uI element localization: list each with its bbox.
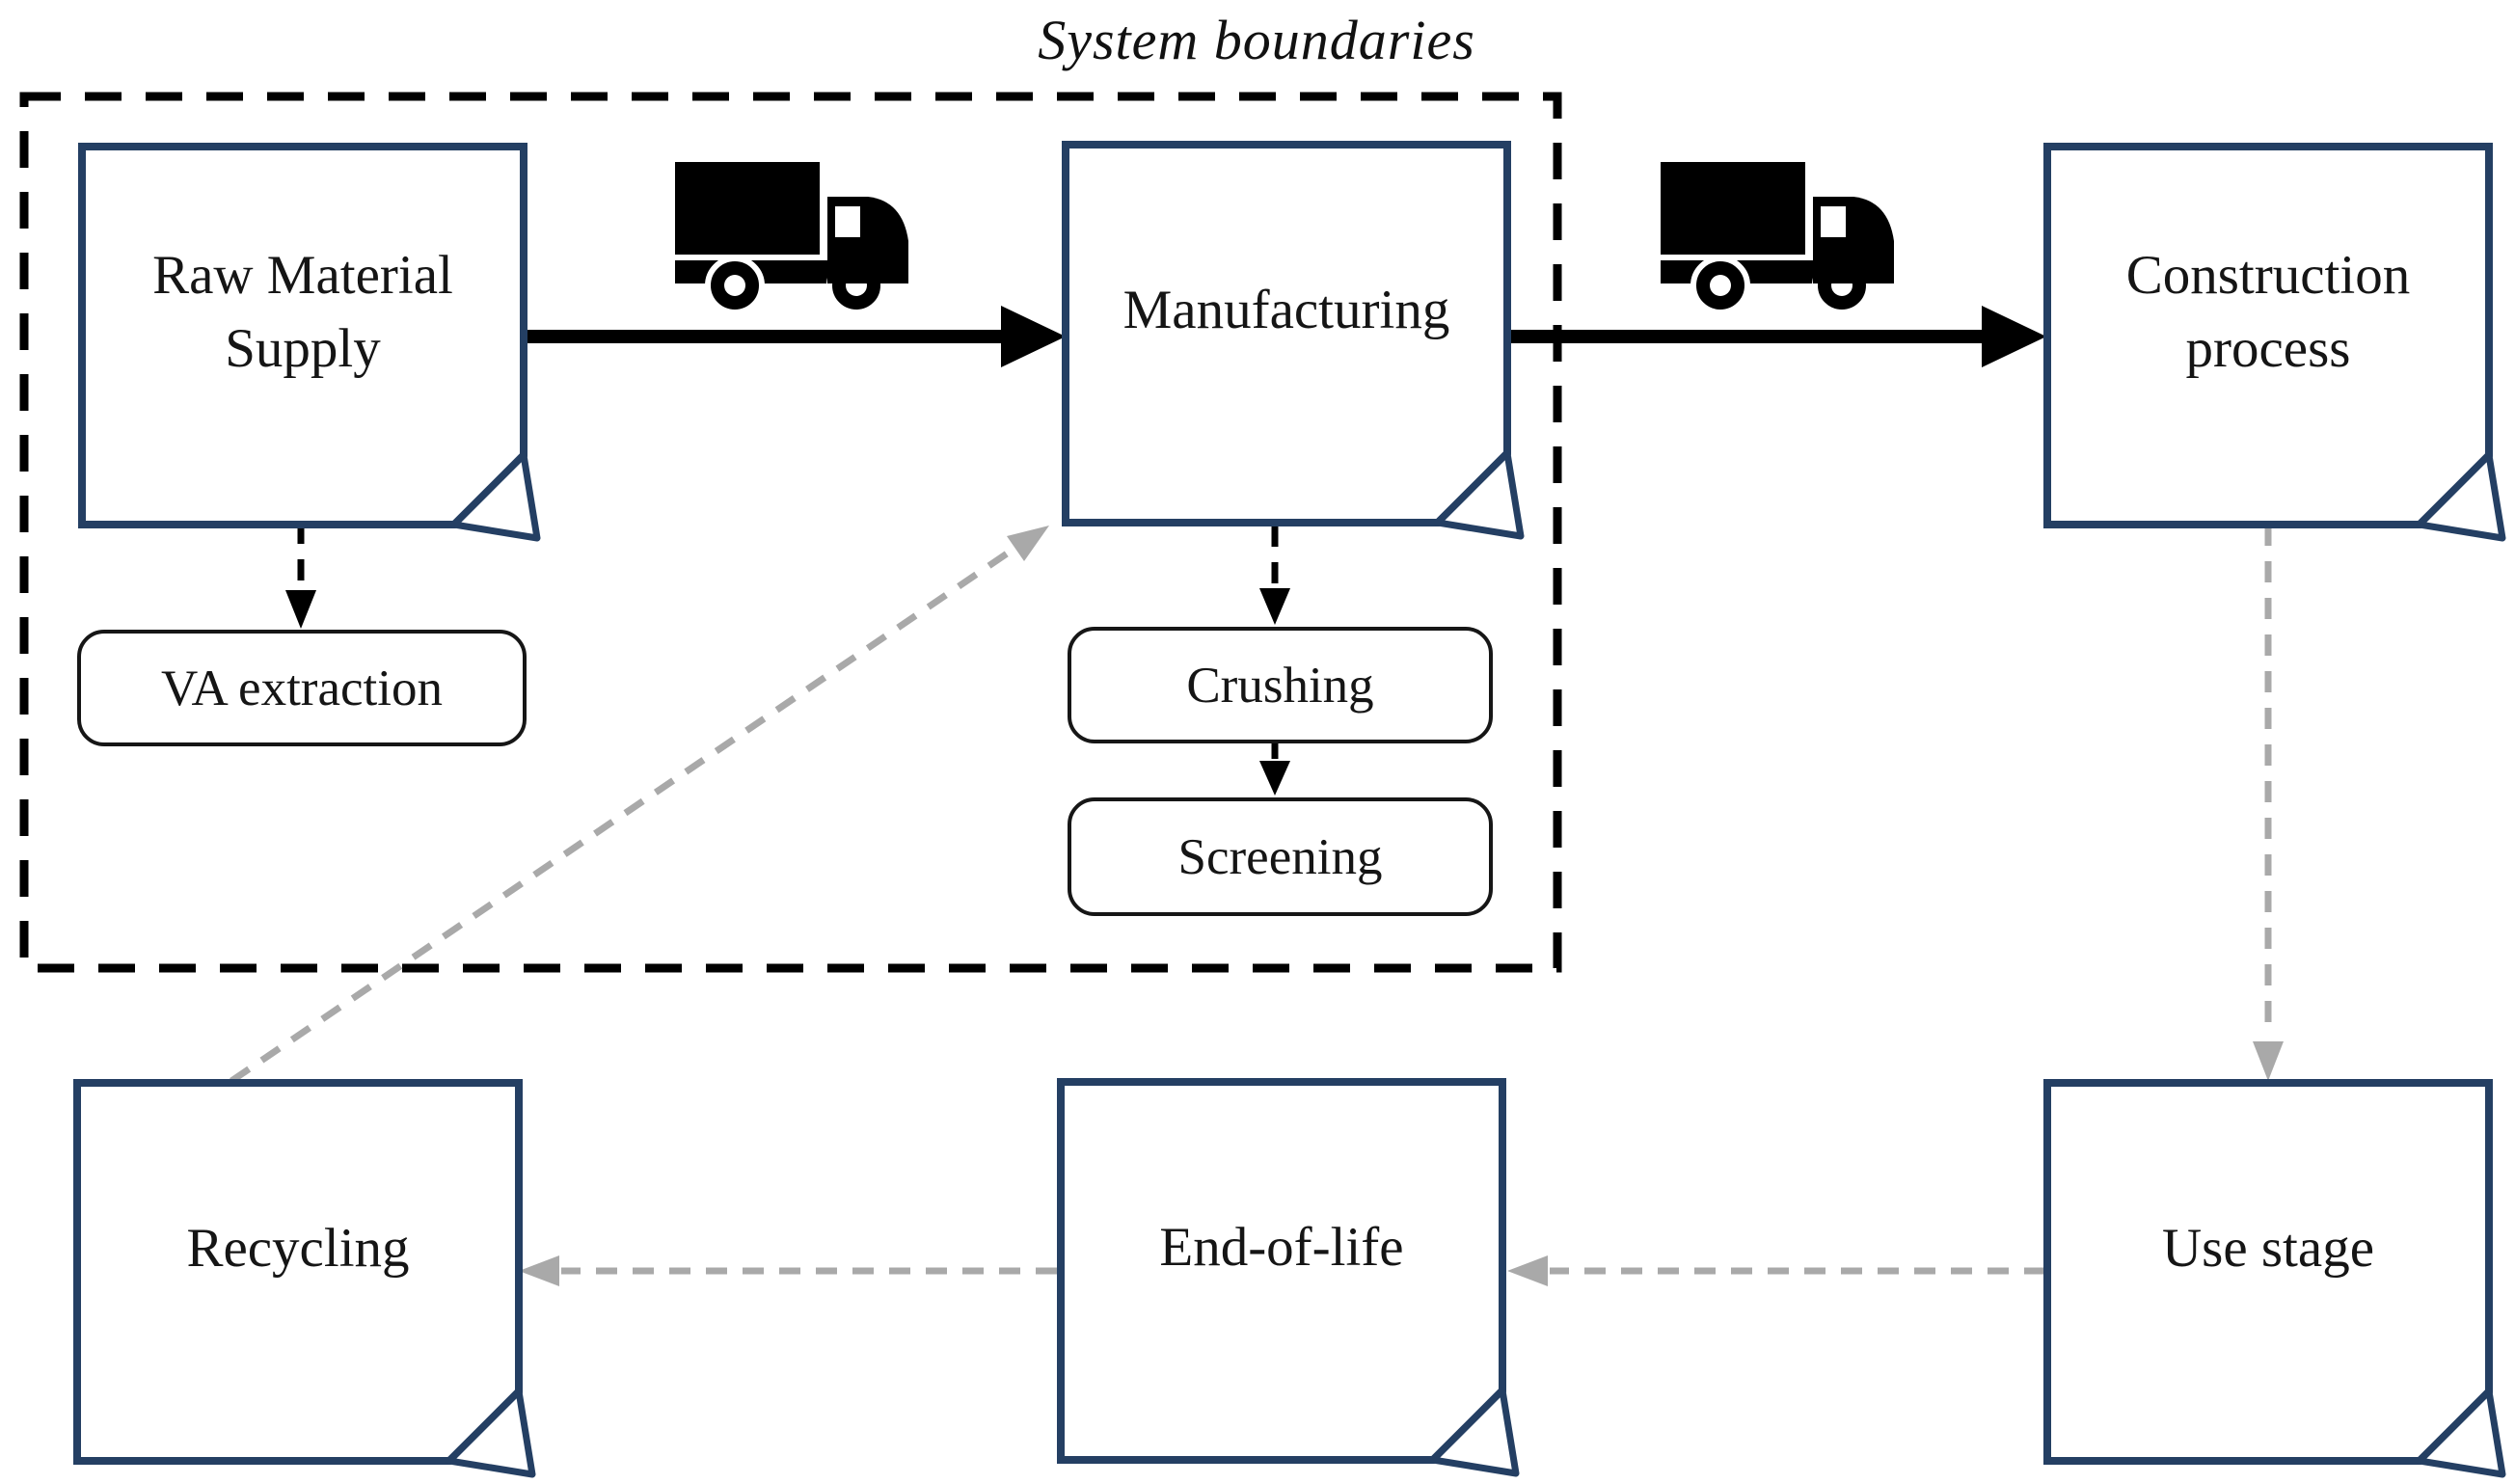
arrow-raw-to-va-extraction — [285, 523, 316, 629]
document-shape — [73, 1079, 536, 1478]
node-crushing: Crushing — [1068, 627, 1493, 743]
document-shape — [1062, 141, 1525, 540]
document-shape — [78, 143, 541, 542]
node-end-of-life: End-of-life — [1057, 1078, 1520, 1477]
document-shape — [2043, 143, 2506, 542]
document-shape — [1057, 1078, 1520, 1477]
node-use-stage: Use stage — [2043, 1079, 2506, 1478]
arrow-construction-to-use-stage — [2253, 525, 2284, 1081]
node-manufacturing: Manufacturing — [1062, 141, 1525, 540]
arrow-use-stage-to-end-of-life — [1507, 1255, 2045, 1286]
arrow-recycling-to-manufacturing — [230, 526, 1049, 1084]
node-label-construction-process: Construction process — [2125, 244, 2411, 380]
arrow-crushing-to-screening — [1259, 738, 1290, 796]
node-label-raw-material-supply: Raw Material Supply — [152, 244, 453, 380]
node-va-extraction: VA extraction — [77, 630, 527, 746]
truck-icon — [675, 162, 908, 312]
node-construction-process: Construction process — [2043, 143, 2506, 542]
node-recycling: Recycling — [73, 1079, 536, 1478]
arrow-raw-to-manufacturing — [524, 306, 1066, 367]
node-label-manufacturing: Manufacturing — [1122, 280, 1450, 340]
arrow-end-of-life-to-recycling — [519, 1255, 1057, 1286]
arrow-manufacturing-to-crushing — [1259, 526, 1290, 625]
system-boundary-outline — [19, 92, 1562, 973]
node-raw-material-supply: Raw Material Supply — [78, 143, 541, 542]
node-label-recycling: Recycling — [186, 1218, 410, 1279]
node-label-use-stage: Use stage — [2161, 1218, 2374, 1279]
truck-icon — [1661, 162, 1894, 312]
document-shape — [2043, 1079, 2506, 1478]
node-screening: Screening — [1068, 797, 1493, 916]
arrow-manufacturing-to-construction — [1510, 306, 2046, 367]
system-boundaries-title: System boundaries — [1038, 9, 1475, 71]
node-label-end-of-life: End-of-life — [1159, 1217, 1404, 1278]
